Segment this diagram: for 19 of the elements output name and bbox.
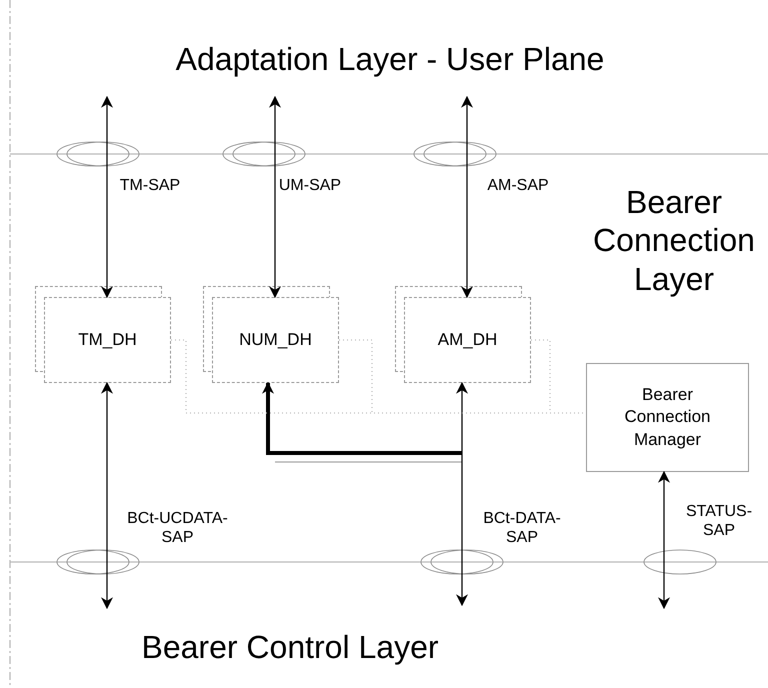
layer-title: Bearer Connection Layer bbox=[592, 183, 756, 298]
sap-label: STATUS-SAP bbox=[684, 502, 754, 540]
stacked-process-box bbox=[35, 286, 171, 383]
node-label: Bearer Connection Manager bbox=[623, 384, 712, 451]
arrow bbox=[456, 382, 468, 606]
sap-label: UM-SAP bbox=[278, 176, 342, 196]
node-label: TM_DH bbox=[78, 328, 137, 351]
sap-label: AM-SAP bbox=[486, 176, 550, 196]
layer-title: Bearer Control Layer bbox=[140, 628, 440, 666]
process-box bbox=[586, 363, 749, 472]
arrow bbox=[101, 382, 113, 610]
arrow bbox=[461, 96, 473, 298]
arrow bbox=[101, 96, 113, 298]
sap-label: BCt-DATA-SAP bbox=[482, 509, 562, 548]
arrow bbox=[658, 470, 670, 610]
sap-label: TM-SAP bbox=[118, 176, 182, 196]
sap-label: BCt-UCDATA-SAP bbox=[126, 509, 229, 548]
layer-title: Adaptation Layer - User Plane bbox=[174, 40, 606, 78]
arrow bbox=[269, 96, 281, 298]
